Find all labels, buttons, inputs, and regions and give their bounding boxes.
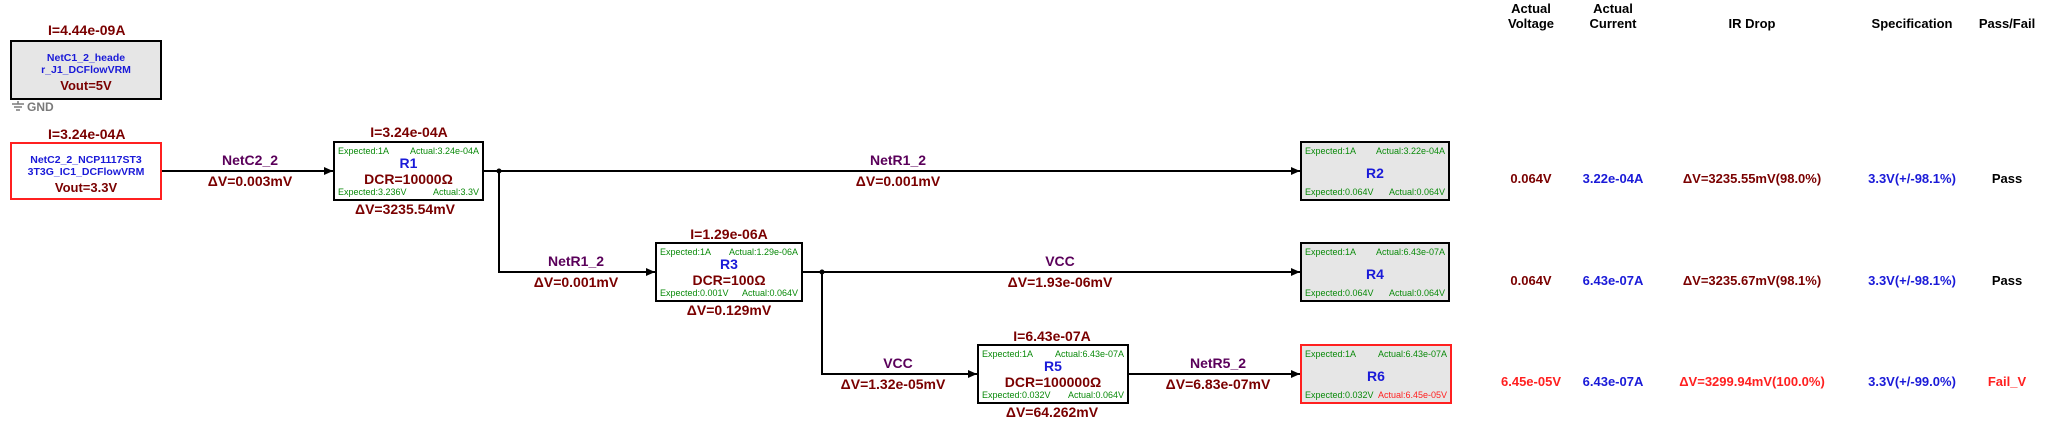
net-vcc-mid-dv: ΔV=1.93e-06mV	[1007, 274, 1113, 290]
r3-current: I=1.29e-06A	[690, 226, 768, 242]
row2-ir-drop: ΔV=3235.67mV(98.1%)	[1682, 273, 1822, 288]
source-top-vout: Vout=5V	[60, 78, 112, 93]
row1-result: Pass	[1991, 171, 2023, 186]
r1-name: R1	[399, 155, 418, 171]
r5-dcr: DCR=100000Ω	[1004, 374, 1102, 390]
source-main-name-line1: NetC2_2_NCP1117ST3	[30, 154, 142, 166]
row2-voltage: 0.064V	[1510, 273, 1552, 288]
r1-dv: ΔV=3235.54mV	[355, 201, 455, 217]
load-r6[interactable]: Expected:1A Actual:6.43e-07A R6 Expected…	[1300, 344, 1452, 404]
header-actual-current: Actual Current	[1590, 1, 1637, 31]
net-vcc-mid-name: VCC	[1045, 253, 1075, 269]
source-block-main[interactable]: NetC2_2_NCP1117ST3 3T3G_IC1_DCFlowVRM Vo…	[10, 142, 162, 200]
wire-netr1-2-branch	[498, 171, 655, 276]
net-netr5-2-dv: ΔV=6.83e-07mV	[1165, 376, 1271, 392]
row3-ir-drop: ΔV=3299.94mV(100.0%)	[1679, 374, 1825, 389]
r6-expected-voltage: Expected:0.032V	[1305, 390, 1374, 400]
header-actual-current-line2: Current	[1589, 16, 1637, 31]
header-actual-current-line1: Actual	[1593, 1, 1633, 16]
r1-actual-current: Actual:3.24e-04A	[409, 146, 479, 156]
r5-expected-current: Expected:1A	[982, 349, 1034, 359]
row1-spec: 3.3V(+/-98.1%)	[1868, 171, 1956, 186]
r5-name: R5	[1044, 358, 1062, 374]
r1-expected-voltage: Expected:3.236V	[338, 187, 407, 197]
r3-dv: ΔV=0.129mV	[686, 302, 772, 318]
header-actual-voltage: Actual Voltage	[1508, 1, 1554, 31]
r6-actual-voltage: Actual:6.45e-05V	[1377, 390, 1447, 400]
r5-actual-current: Actual:6.43e-07A	[1054, 349, 1124, 359]
gnd-icon	[12, 101, 24, 111]
row3-result: Fail_V	[1987, 374, 2027, 389]
r3-dcr: DCR=100Ω	[692, 272, 766, 288]
row1-current: 3.22e-04A	[1582, 171, 1644, 186]
r3-actual-current: Actual:1.29e-06A	[728, 247, 798, 257]
r5-current: I=6.43e-07A	[1013, 328, 1091, 344]
row1-ir-drop: ΔV=3235.55mV(98.0%)	[1682, 171, 1822, 186]
net-netc2-2-name: NetC2_2	[221, 152, 279, 168]
source-top-name-line2: r_J1_DCFlowVRM	[41, 64, 131, 76]
resistor-r3[interactable]: Expected:1A Actual:1.29e-06A R3 DCR=100Ω…	[655, 242, 803, 302]
header-actual-voltage-line2: Voltage	[1508, 16, 1554, 31]
row1-voltage: 0.064V	[1510, 171, 1552, 186]
r1-expected-current: Expected:1A	[338, 146, 390, 156]
r1-current: I=3.24e-04A	[370, 124, 448, 140]
r5-actual-voltage: Actual:0.064V	[1067, 390, 1124, 400]
r2-actual-current: Actual:3.22e-04A	[1375, 146, 1445, 156]
source-top-current: I=4.44e-09A	[48, 22, 126, 38]
net-netr1-2-mid-name: NetR1_2	[547, 253, 605, 269]
row3-current: 6.43e-07A	[1582, 374, 1644, 389]
r1-actual-voltage: Actual:3.3V	[432, 187, 479, 197]
net-netr1-2-top-name: NetR1_2	[869, 152, 927, 168]
net-vcc-low-name: VCC	[883, 355, 913, 371]
header-specification: Specification	[1871, 16, 1953, 31]
net-vcc-low-dv: ΔV=1.32e-05mV	[840, 376, 946, 392]
r6-name: R6	[1367, 368, 1385, 384]
net-netr1-2-top-dv: ΔV=0.001mV	[855, 173, 941, 189]
row3-voltage: 6.45e-05V	[1501, 374, 1561, 389]
r2-expected-current: Expected:1A	[1305, 146, 1357, 156]
r3-expected-voltage: Expected:0.001V	[660, 288, 729, 298]
r2-actual-voltage: Actual:0.064V	[1388, 187, 1445, 197]
source-main-vout: Vout=3.3V	[54, 180, 118, 195]
r1-dcr: DCR=10000Ω	[364, 171, 453, 187]
r4-actual-voltage: Actual:0.064V	[1388, 288, 1445, 298]
net-netr5-2-name: NetR5_2	[1189, 355, 1247, 371]
header-pass-fail: Pass/Fail	[1978, 16, 2036, 31]
load-r4[interactable]: Expected:1A Actual:6.43e-07A R4 Expected…	[1300, 242, 1450, 302]
r6-expected-current: Expected:1A	[1305, 349, 1357, 359]
source-main-current: I=3.24e-04A	[48, 126, 126, 142]
source-main-name-line2: 3T3G_IC1_DCFlowVRM	[27, 166, 145, 178]
row2-result: Pass	[1991, 273, 2023, 288]
r3-name: R3	[720, 256, 738, 272]
r4-expected-voltage: Expected:0.064V	[1305, 288, 1374, 298]
header-actual-voltage-line1: Actual	[1511, 1, 1551, 16]
r3-actual-voltage: Actual:0.064V	[741, 288, 798, 298]
r4-expected-current: Expected:1A	[1305, 247, 1357, 257]
r6-actual-current: Actual:6.43e-07A	[1377, 349, 1447, 359]
resistor-r5[interactable]: Expected:1A Actual:6.43e-07A R5 DCR=1000…	[977, 344, 1129, 404]
row2-current: 6.43e-07A	[1582, 273, 1644, 288]
r3-expected-current: Expected:1A	[660, 247, 712, 257]
source-block-top[interactable]: NetC1_2_heade r_J1_DCFlowVRM Vout=5V	[10, 40, 162, 100]
load-r2[interactable]: Expected:1A Actual:3.22e-04A R2 Expected…	[1300, 141, 1450, 201]
r4-actual-current: Actual:6.43e-07A	[1375, 247, 1445, 257]
resistor-r1[interactable]: Expected:1A Actual:3.24e-04A R1 DCR=1000…	[333, 141, 484, 201]
header-ir-drop: IR Drop	[1728, 16, 1776, 31]
r2-name: R2	[1366, 165, 1384, 181]
r5-dv: ΔV=64.262mV	[1005, 404, 1099, 420]
r2-expected-voltage: Expected:0.064V	[1305, 187, 1374, 197]
net-netc2-2-dv: ΔV=0.003mV	[207, 173, 293, 189]
row2-spec: 3.3V(+/-98.1%)	[1868, 273, 1956, 288]
source-top-name-line1: NetC1_2_heade	[46, 52, 126, 64]
gnd-label: GND	[27, 100, 54, 114]
wire-vcc-low	[821, 272, 977, 378]
row3-spec: 3.3V(+/-99.0%)	[1868, 374, 1956, 389]
r5-expected-voltage: Expected:0.032V	[982, 390, 1051, 400]
net-netr1-2-mid-dv: ΔV=0.001mV	[533, 274, 619, 290]
r4-name: R4	[1366, 266, 1384, 282]
